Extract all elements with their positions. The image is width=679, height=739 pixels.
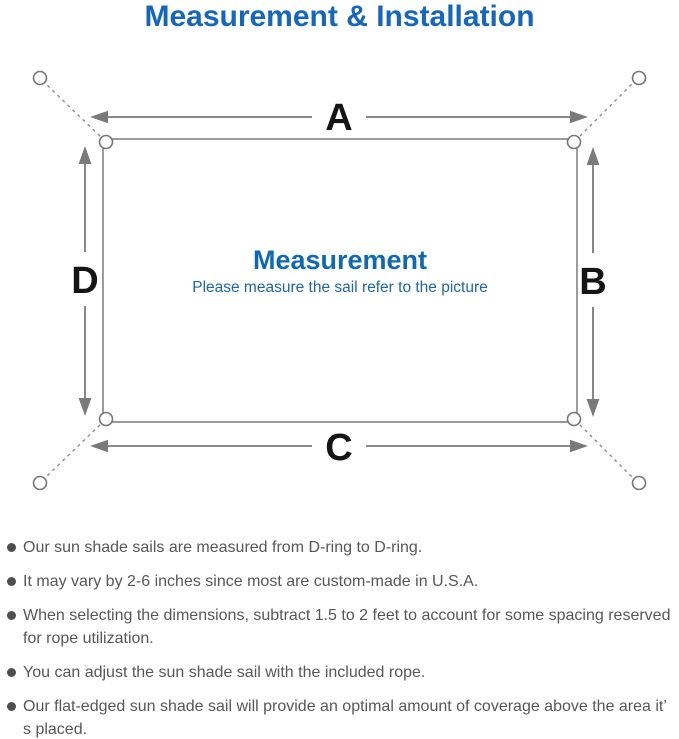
bullet-icon [7,668,16,677]
rope-bottom-left [45,419,106,478]
bullet-icon [7,543,16,552]
anchor-ring-bottom-right [631,475,647,491]
dimension-label-a: A [325,97,352,139]
dimension-b-arrow [586,147,600,417]
dimension-label-d: D [71,260,98,302]
dimension-a-arrow [90,110,588,124]
dimension-b-arrowhead-bottom [586,399,600,417]
d-ring-corners [98,134,582,427]
list-item: When selecting the dimensions, subtract … [0,604,679,650]
d-ring-top-right [566,134,582,150]
page-title: Measurement & Installation [144,0,535,33]
dimension-a-arrowhead-left [90,110,108,124]
note-text: Our sun shade sails are measured from D-… [23,539,423,556]
dimension-d-arrow [78,146,92,416]
diagram-center-subtitle: Please measure the sail refer to the pic… [192,279,488,296]
dimension-label-c: C [325,427,352,469]
anchor-ring-top-right [631,70,647,86]
note-text: You can adjust the sun shade sail with t… [23,664,426,681]
note-text: Our flat-edged sun shade sail will provi… [23,698,667,738]
list-item: You can adjust the sun shade sail with t… [0,661,679,684]
rope-top-left [45,83,106,142]
dimension-c-arrowhead-right [570,439,588,453]
dimension-b-arrowhead-top [586,147,600,165]
note-text: When selecting the dimensions, subtract … [23,607,671,647]
dimension-c-arrowhead-left [90,439,108,453]
bullet-icon [7,577,16,586]
anchor-rings [32,70,647,491]
dimension-label-b: B [579,261,606,303]
bullet-icon [7,702,16,711]
d-ring-bottom-left [98,411,114,427]
list-item: It may vary by 2-6 inches since most are… [0,570,679,593]
measurement-diagram: A D B C Measurement Please measure the s… [32,70,647,491]
diagram-center-title: Measurement [253,245,427,275]
list-item: Our flat-edged sun shade sail will provi… [0,695,679,739]
sail-outline [102,138,578,423]
dimension-d-arrowhead-top [78,146,92,164]
rope-top-right [574,83,633,142]
bullet-icon [7,611,16,620]
d-ring-bottom-right [566,411,582,427]
rope-bottom-right [574,419,633,478]
anchor-ring-bottom-left [32,475,48,491]
dimension-a-arrowhead-right [570,110,588,124]
d-ring-top-left [98,134,114,150]
note-text: It may vary by 2-6 inches since most are… [23,573,479,590]
anchor-ring-top-left [32,70,48,86]
list-item: Our sun shade sails are measured from D-… [0,536,679,559]
notes-list: Our sun shade sails are measured from D-… [0,536,679,739]
dimension-c-arrow [90,439,588,453]
dimension-d-arrowhead-bottom [78,398,92,416]
